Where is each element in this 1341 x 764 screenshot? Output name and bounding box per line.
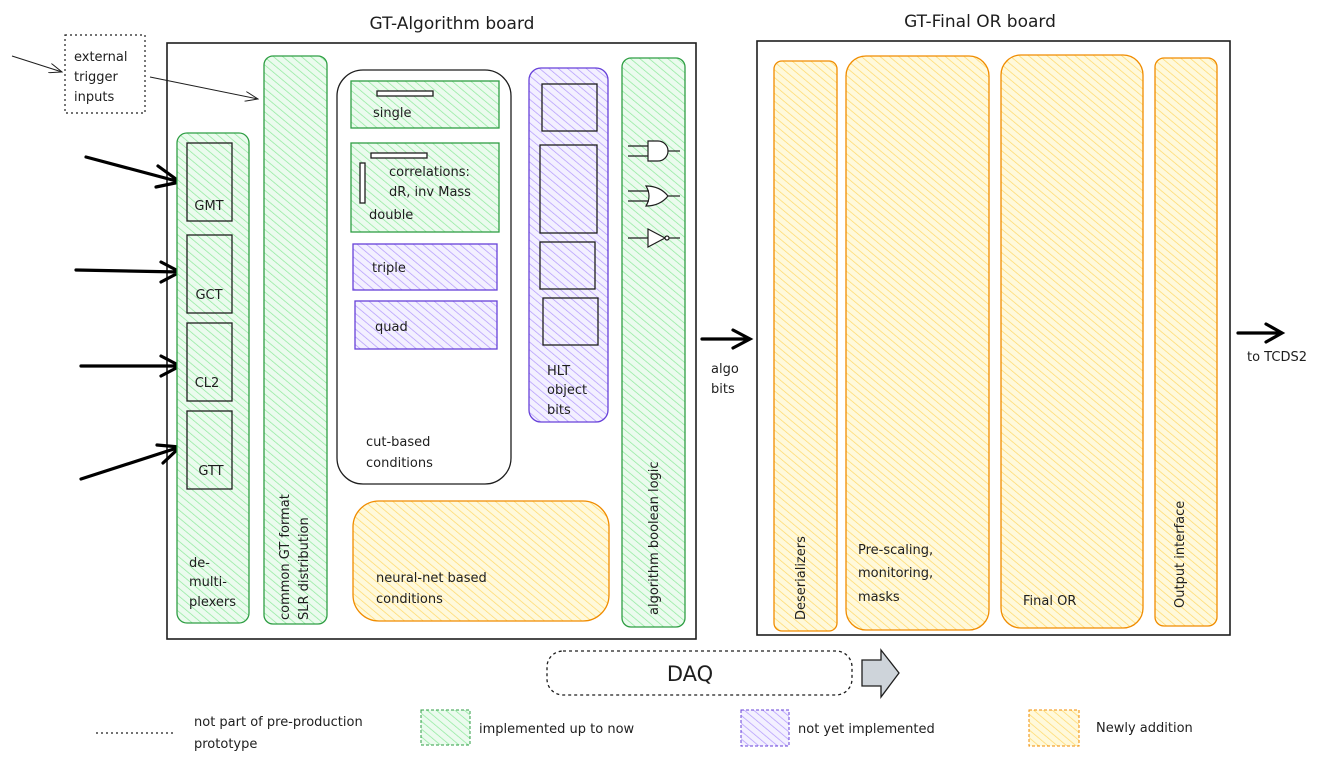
legend-green-label: implemented up to now — [479, 722, 635, 737]
gct-label: GCT — [195, 288, 222, 303]
daq-arrow-icon — [861, 648, 900, 699]
algo-bits-line2: bits — [711, 382, 735, 397]
tcds-arrow — [1236, 322, 1286, 344]
and-gate-icon — [628, 140, 680, 162]
single-condition-bar — [376, 90, 434, 97]
legend-green-swatch — [420, 709, 471, 746]
hlt-line1: HLT — [547, 364, 570, 379]
prescale-line2: monitoring, — [858, 566, 933, 581]
external-line1: external — [74, 50, 128, 65]
gtt-label: GTT — [198, 464, 223, 479]
output-interface-label: Output interface — [1173, 501, 1188, 608]
legend-orange-swatch — [1028, 709, 1080, 747]
daq-box — [546, 650, 853, 696]
gct-box — [186, 234, 233, 314]
common-gt-format-column — [263, 55, 328, 625]
neural-net-conditions-box — [352, 500, 610, 622]
hlt-slot-3 — [539, 241, 596, 290]
cut-label-line2: conditions — [366, 456, 433, 471]
demultiplexer-column — [176, 132, 250, 624]
final-or-label: Final OR — [1023, 594, 1076, 609]
algo-board — [166, 42, 697, 640]
finalor-board — [756, 40, 1231, 636]
prescale-line3: masks — [858, 590, 900, 605]
hlt-slot-2 — [539, 144, 598, 234]
nn-line1: neural-net based — [376, 571, 487, 586]
daq-label: DAQ — [667, 662, 713, 686]
prescaling-column — [845, 55, 990, 631]
cl2-input-arrow — [79, 354, 184, 378]
hlt-object-bits-column — [528, 67, 609, 423]
external-in-arrow — [11, 55, 62, 72]
corr-line1: correlations: — [389, 165, 470, 180]
triple-label: triple — [372, 261, 406, 276]
corr-line2: dR, inv Mass — [389, 185, 471, 200]
legend-purple-swatch — [740, 709, 790, 747]
double-condition-bar-h — [370, 152, 428, 159]
algo-bits-line1: algo — [711, 362, 739, 377]
legend-dotted-line2: prototype — [194, 737, 257, 752]
quad-condition — [354, 300, 498, 350]
algo-board-title: GT-Algorithm board — [370, 14, 535, 34]
hlt-slot-1 — [541, 83, 598, 132]
external-to-common-arrow — [149, 76, 258, 99]
output-interface-column — [1154, 57, 1218, 627]
gtt-box — [186, 410, 233, 490]
legend-purple-label: not yet implemented — [798, 722, 935, 737]
or-gate-icon — [628, 185, 680, 207]
buffer-gate-icon — [628, 228, 680, 248]
triple-condition — [352, 243, 498, 291]
gmt-input-arrow — [84, 155, 184, 189]
algorithm-boolean-logic-column — [621, 57, 686, 628]
cl2-label: CL2 — [195, 376, 220, 391]
hlt-line3: bits — [547, 403, 571, 418]
external-line2: trigger — [74, 70, 119, 85]
gct-input-arrow — [74, 260, 184, 284]
gmt-label: GMT — [194, 199, 223, 214]
prescale-line1: Pre-scaling, — [858, 543, 933, 558]
common-line2: SLR distribution — [297, 517, 312, 620]
demux-line2: multi- — [189, 575, 227, 590]
nn-line2: conditions — [376, 592, 443, 607]
hlt-slot-4 — [542, 297, 599, 346]
boolean-logic-label: algorithm boolean logic — [647, 461, 662, 615]
gmt-box — [186, 142, 233, 222]
double-label: double — [369, 208, 413, 223]
algo-bits-arrow — [700, 328, 754, 350]
tcds-label: to TCDS2 — [1247, 350, 1307, 365]
single-label: single — [373, 106, 412, 121]
common-line1: common GT format — [278, 494, 293, 620]
deserializers-column — [773, 60, 838, 632]
demux-line1: de- — [189, 556, 210, 571]
external-trigger-box — [64, 34, 146, 114]
input-arrows — [74, 155, 184, 481]
cut-label-line1: cut-based — [366, 435, 430, 450]
quad-label: quad — [375, 320, 408, 335]
legend-dotted-line1: not part of pre-production — [194, 715, 363, 730]
gtt-input-arrow — [79, 443, 184, 481]
final-or-column — [1000, 54, 1144, 629]
external-line3: inputs — [74, 90, 114, 105]
hlt-line2: object — [547, 383, 587, 398]
cl2-box — [186, 322, 233, 402]
double-condition-bar-v — [359, 162, 366, 204]
deserializers-label: Deserializers — [794, 536, 809, 620]
finalor-board-title: GT-Final OR board — [904, 12, 1056, 32]
single-condition — [350, 80, 500, 129]
demux-line3: plexers — [189, 595, 236, 610]
legend: not part of pre-production prototype imp… — [96, 709, 1193, 752]
legend-orange-label: Newly addition — [1096, 721, 1193, 736]
